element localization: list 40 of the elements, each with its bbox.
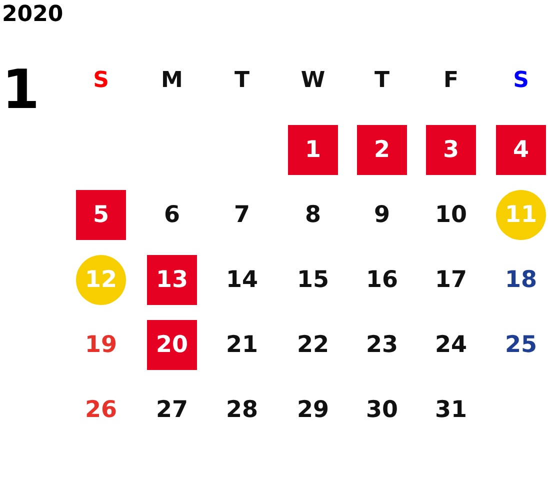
day-number: 25	[504, 331, 538, 360]
day-number: 22	[296, 331, 330, 360]
day-number: 31	[434, 396, 468, 425]
holiday-day-square: 3	[426, 125, 476, 175]
day-number: 6	[162, 201, 181, 230]
holiday-day-square: 13	[147, 255, 197, 305]
weekday-header: F	[442, 66, 460, 94]
day-number: 29	[296, 396, 330, 425]
day-number: 18	[504, 266, 538, 295]
day-number: 14	[224, 266, 259, 295]
holiday-day-square: 1	[288, 125, 338, 175]
day-number: 24	[434, 331, 468, 360]
day-number: 8	[304, 201, 322, 230]
year-title: 2020	[2, 2, 64, 27]
day-number: 7	[232, 201, 251, 230]
weekday-header: S	[92, 66, 110, 94]
highlighted-day-circle: 11	[496, 190, 546, 240]
day-number: 19	[84, 331, 118, 360]
day-number: 30	[364, 396, 399, 425]
day-number: 26	[84, 396, 118, 425]
day-number: 23	[364, 331, 399, 360]
weekday-header: T	[233, 66, 250, 94]
holiday-day-square: 5	[76, 190, 126, 240]
day-number: 15	[296, 266, 330, 295]
day-number: 21	[224, 331, 259, 360]
day-number: 27	[154, 396, 189, 425]
day-number: 9	[372, 201, 391, 230]
month-number: 1	[2, 58, 40, 122]
day-number: 10	[434, 201, 468, 230]
weekday-header: M	[160, 66, 184, 94]
day-number: 28	[224, 396, 259, 425]
holiday-day-square: 20	[147, 320, 197, 370]
weekday-header: W	[300, 66, 326, 94]
weekday-header: T	[373, 66, 390, 94]
day-number: 17	[434, 266, 468, 295]
highlighted-day-circle: 12	[76, 255, 126, 305]
weekday-header: S	[512, 66, 530, 94]
holiday-day-square: 4	[496, 125, 546, 175]
holiday-day-square: 2	[357, 125, 407, 175]
day-number: 16	[364, 266, 399, 295]
